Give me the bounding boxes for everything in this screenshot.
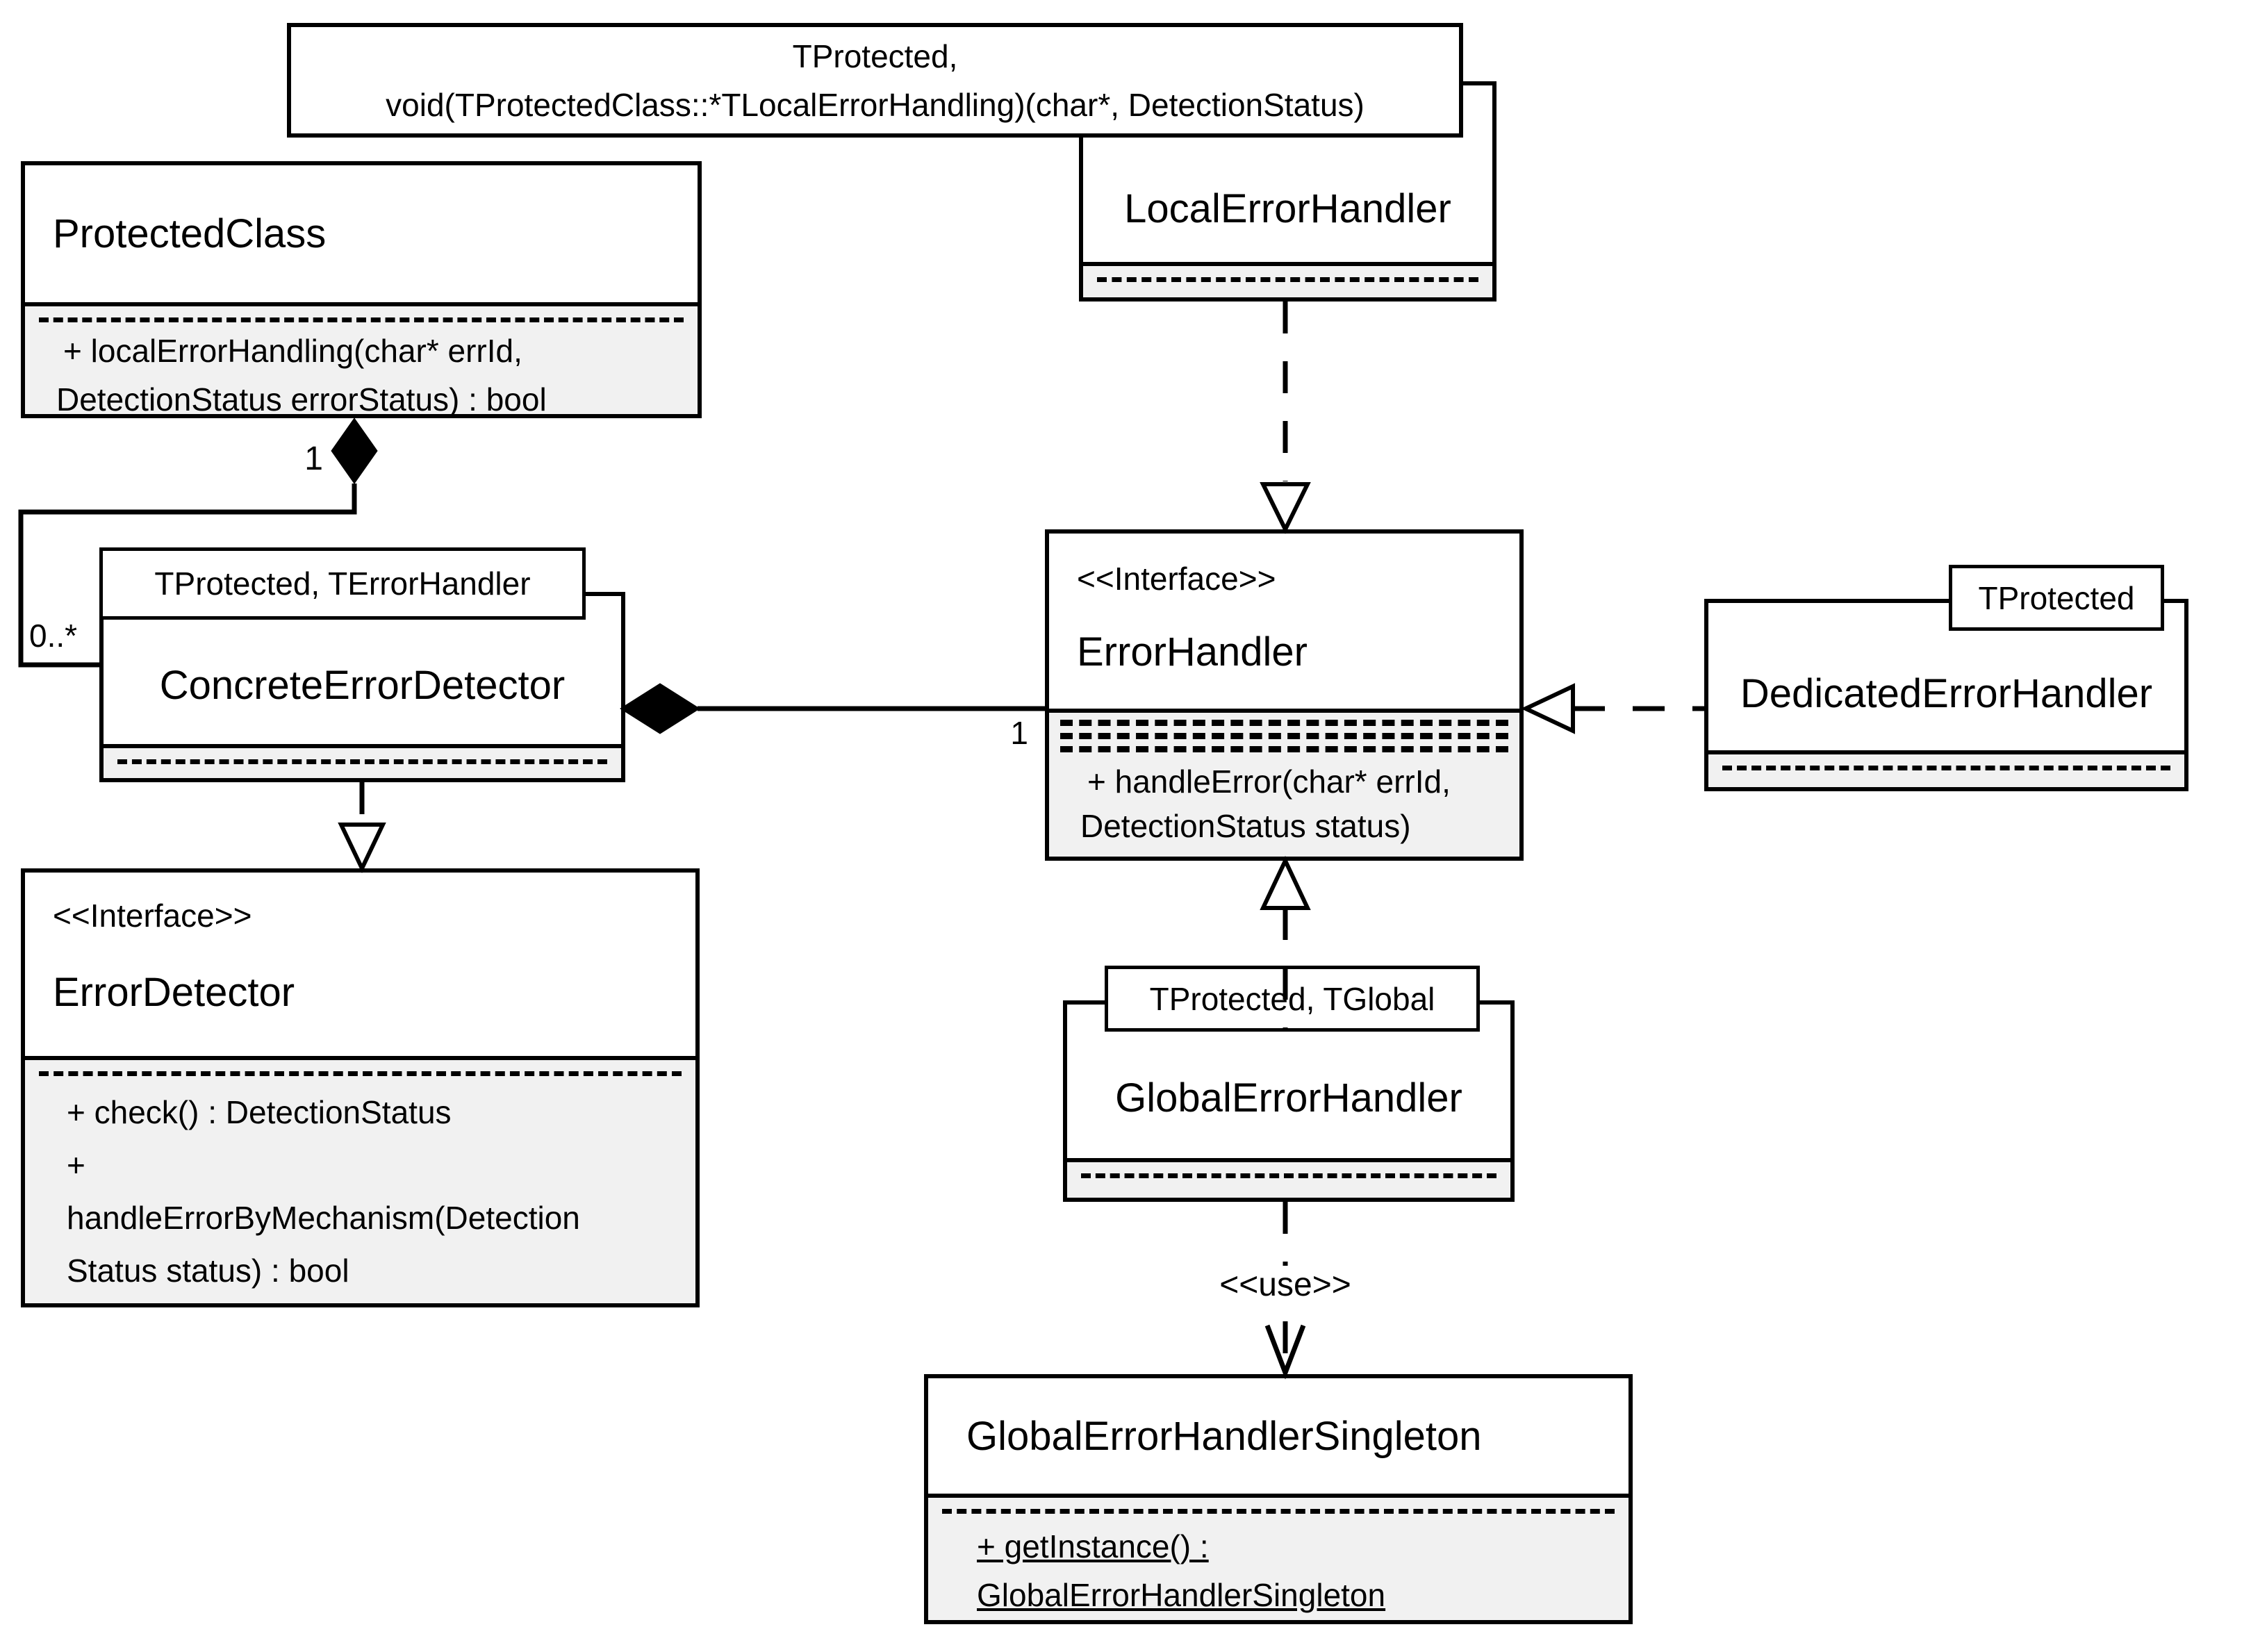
- class-name: ErrorDetector: [53, 970, 295, 1015]
- template-params-localerrorhandler: TProtected, void(TProtectedClass::*TLoca…: [287, 23, 1463, 138]
- realization-triangle-errorhandler-right: [1520, 683, 1575, 734]
- class-errordetector: <<Interface>> ErrorDetector + check() : …: [21, 868, 700, 1307]
- composition-diamond-protectedclass: [331, 418, 378, 484]
- realization-triangle-errorhandler-top: [1260, 482, 1311, 534]
- template-param-line: TProtected, TGlobal: [1149, 980, 1435, 1017]
- class-name: ConcreteErrorDetector: [159, 663, 566, 708]
- empty-operations-separator: [1097, 277, 1478, 282]
- empty-operations-separator: [1722, 766, 2170, 770]
- operations-separator: [39, 1071, 682, 1076]
- operations-separator: [942, 1509, 1615, 1514]
- empty-operations-separator: [1081, 1173, 1496, 1178]
- static-operation: + getInstance() :: [977, 1528, 1209, 1564]
- operations-separator: [39, 317, 684, 322]
- attributes-separator: [1060, 720, 1508, 726]
- realization-triangle-errorhandler-bottom: [1260, 855, 1311, 910]
- operation: DetectionStatus errorStatus) : bool: [56, 381, 547, 414]
- class-errorhandler: <<Interface>> ErrorHandler + handleError…: [1045, 529, 1524, 861]
- class-name: ProtectedClass: [53, 211, 327, 256]
- class-concreteerrordetector: ConcreteErrorDetector: [99, 592, 625, 782]
- template-param-line: TProtected, TErrorHandler: [154, 565, 531, 602]
- multiplicity-aggregation-handler: 1: [1010, 715, 1028, 751]
- class-name: ErrorHandler: [1077, 629, 1308, 675]
- class-name: GlobalErrorHandlerSingleton: [966, 1413, 1482, 1459]
- operation: +: [67, 1147, 85, 1183]
- template-param-line: TProtected: [1978, 579, 2135, 616]
- template-params-concretedetector: TProtected, TErrorHandler: [99, 547, 586, 620]
- class-name: LocalErrorHandler: [1124, 185, 1451, 231]
- class-name: GlobalErrorHandler: [1115, 1075, 1462, 1121]
- attributes-separator: [1060, 733, 1508, 739]
- class-globalerrorhandlersingleton: GlobalErrorHandlerSingleton + getInstanc…: [924, 1374, 1633, 1624]
- multiplicity-composition-whole: 1: [304, 440, 323, 477]
- operation: + handleError(char* errId,: [1087, 763, 1451, 800]
- class-stereotype: <<Interface>>: [53, 898, 252, 934]
- static-operation: GlobalErrorHandlerSingleton: [977, 1577, 1386, 1613]
- template-param-line: void(TProtectedClass::*TLocalErrorHandli…: [386, 86, 1364, 123]
- operation: + check() : DetectionStatus: [67, 1094, 452, 1130]
- operation: DetectionStatus status): [1080, 808, 1411, 844]
- class-stereotype: <<Interface>>: [1077, 561, 1276, 597]
- class-globalerrorhandler: GlobalErrorHandler: [1063, 1000, 1515, 1202]
- template-params-globalerrorhandler: TProtected, TGlobal: [1105, 966, 1480, 1032]
- operation: Status status) : bool: [67, 1253, 349, 1289]
- multiplicity-composition-part: 0..*: [29, 618, 78, 654]
- use-dependency-arrowhead: [1264, 1324, 1306, 1380]
- attributes-separator: [1060, 746, 1508, 752]
- empty-operations-separator: [117, 759, 607, 764]
- template-param-line: TProtected,: [792, 38, 958, 74]
- class-protectedclass: ProtectedClass + localErrorHandling(char…: [21, 161, 702, 418]
- operation: handleErrorByMechanism(Detection: [67, 1200, 580, 1236]
- class-name: DedicatedErrorHandler: [1740, 670, 2153, 716]
- class-dedicatederrorhandler: DedicatedErrorHandler: [1704, 599, 2188, 791]
- template-params-dedicatederrorhandler: TProtected: [1949, 565, 2164, 631]
- realization-triangle-errordetector: [338, 823, 386, 873]
- aggregation-diamond-concretedetector: [620, 683, 700, 734]
- use-stereotype-label: <<use>>: [1185, 1266, 1386, 1304]
- operation: + localErrorHandling(char* errId,: [63, 333, 522, 369]
